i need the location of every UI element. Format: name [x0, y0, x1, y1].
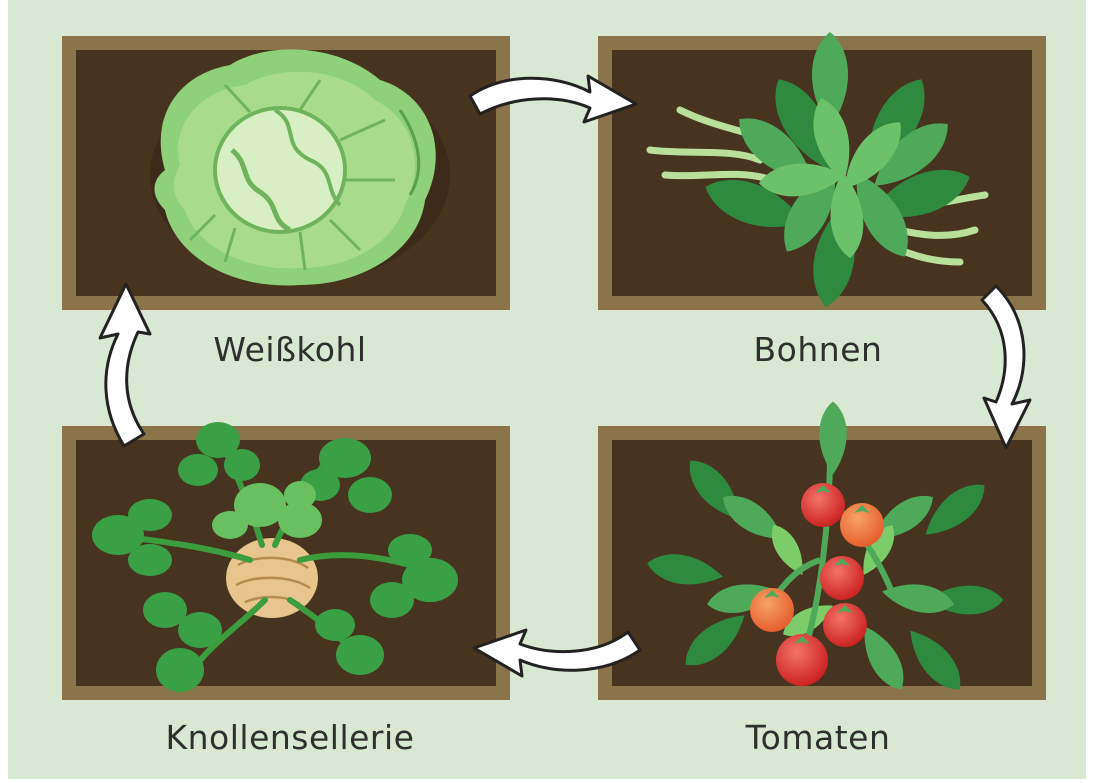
label-cabbage: Weißkohl [140, 333, 440, 366]
label-celery: Knollensellerie [100, 721, 480, 754]
label-tomato: Tomaten [668, 721, 968, 754]
label-beans: Bohnen [668, 333, 968, 366]
